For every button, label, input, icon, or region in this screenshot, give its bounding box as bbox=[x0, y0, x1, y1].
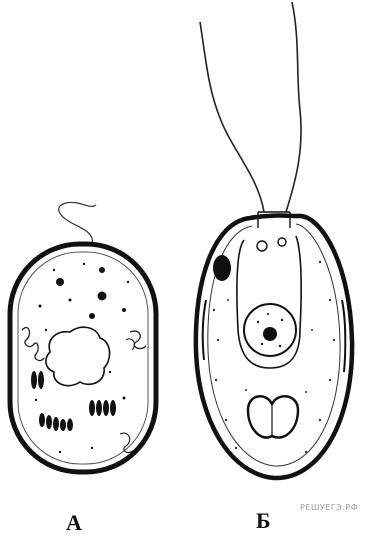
cell-a-wall bbox=[10, 244, 156, 472]
cell-b bbox=[196, 2, 352, 478]
cell-a-flagellum bbox=[59, 202, 96, 244]
watermark-text: РЕШУЕГЭ.РФ bbox=[300, 503, 358, 512]
cell-a-chromatin-left bbox=[31, 371, 73, 431]
label-cell-b: Б bbox=[256, 508, 271, 534]
cell-b-flagellum-left bbox=[200, 22, 264, 212]
cell-a-nucleus bbox=[46, 327, 110, 385]
cell-b-paramylon bbox=[248, 396, 298, 437]
cell-b-body bbox=[196, 216, 352, 479]
cell-a bbox=[10, 202, 156, 472]
cell-b-eyespot bbox=[213, 255, 231, 281]
cell-b-flagellum-right bbox=[286, 2, 301, 212]
cell-a-left-folds bbox=[22, 328, 44, 361]
label-cell-a: А bbox=[66, 510, 82, 536]
cell-a-chromatin-right bbox=[89, 400, 116, 416]
